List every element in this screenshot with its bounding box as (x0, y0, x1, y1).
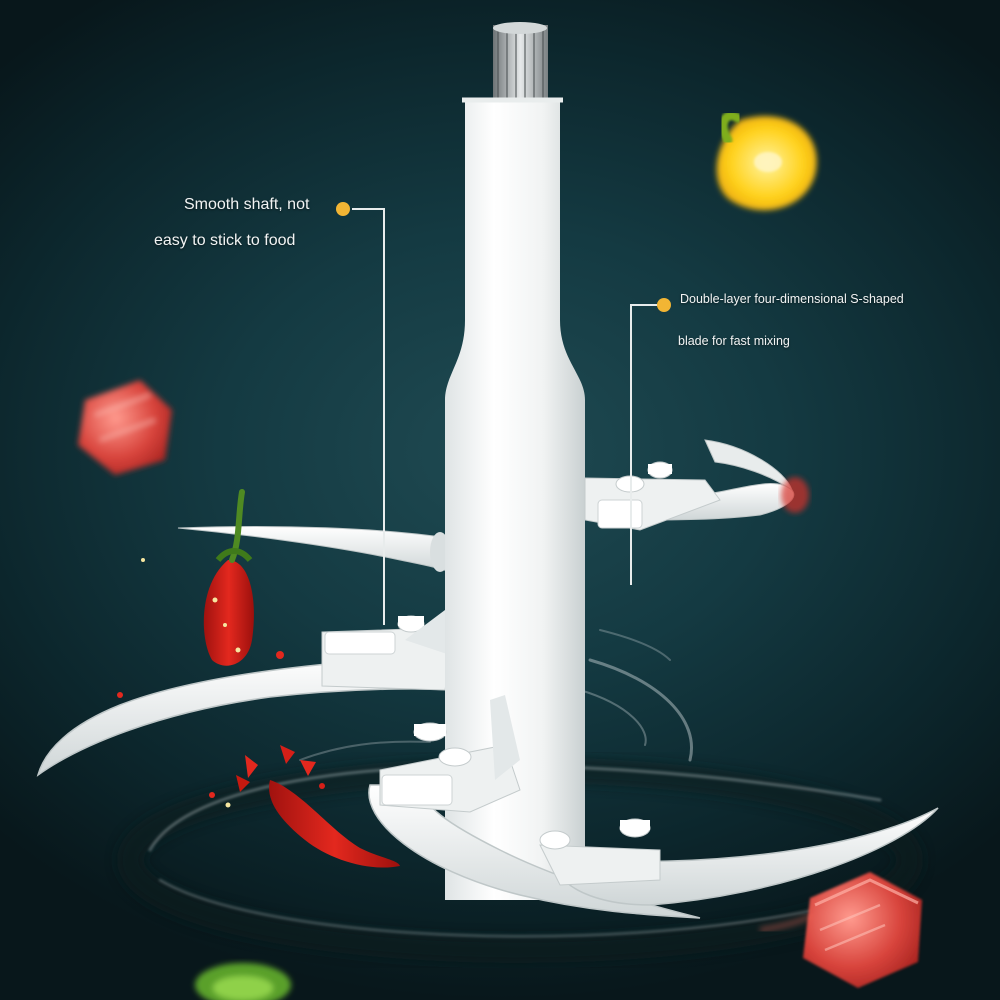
yellow-pepper-slice (716, 111, 817, 211)
upper-left-blade (177, 525, 451, 573)
red-chili-lower (209, 745, 400, 868)
chili-flakes (117, 558, 284, 698)
red-chili-upper (203, 489, 254, 666)
callout-dot-shaft (336, 202, 350, 216)
upper-right-blade (584, 439, 795, 531)
meat-blur (781, 477, 809, 513)
callout-dot-blade (657, 298, 671, 312)
green-pepper-slice (195, 963, 291, 1000)
meat-cube-left (78, 380, 172, 475)
shaft-callout-line2: easy to stick to food (154, 232, 296, 249)
blade-shaft (445, 22, 585, 900)
shaft-callout-line1: Smooth shaft, not (184, 196, 310, 213)
blade-callout-line1: Double-layer four-dimensional S-shaped (680, 292, 904, 306)
meat-cube-right (759, 872, 922, 988)
callout-lines (352, 208, 660, 625)
blade-callout-line2: blade for fast mixing (678, 334, 790, 348)
lower-left-blade-hub (321, 610, 451, 691)
lower-main-blade (368, 695, 939, 919)
